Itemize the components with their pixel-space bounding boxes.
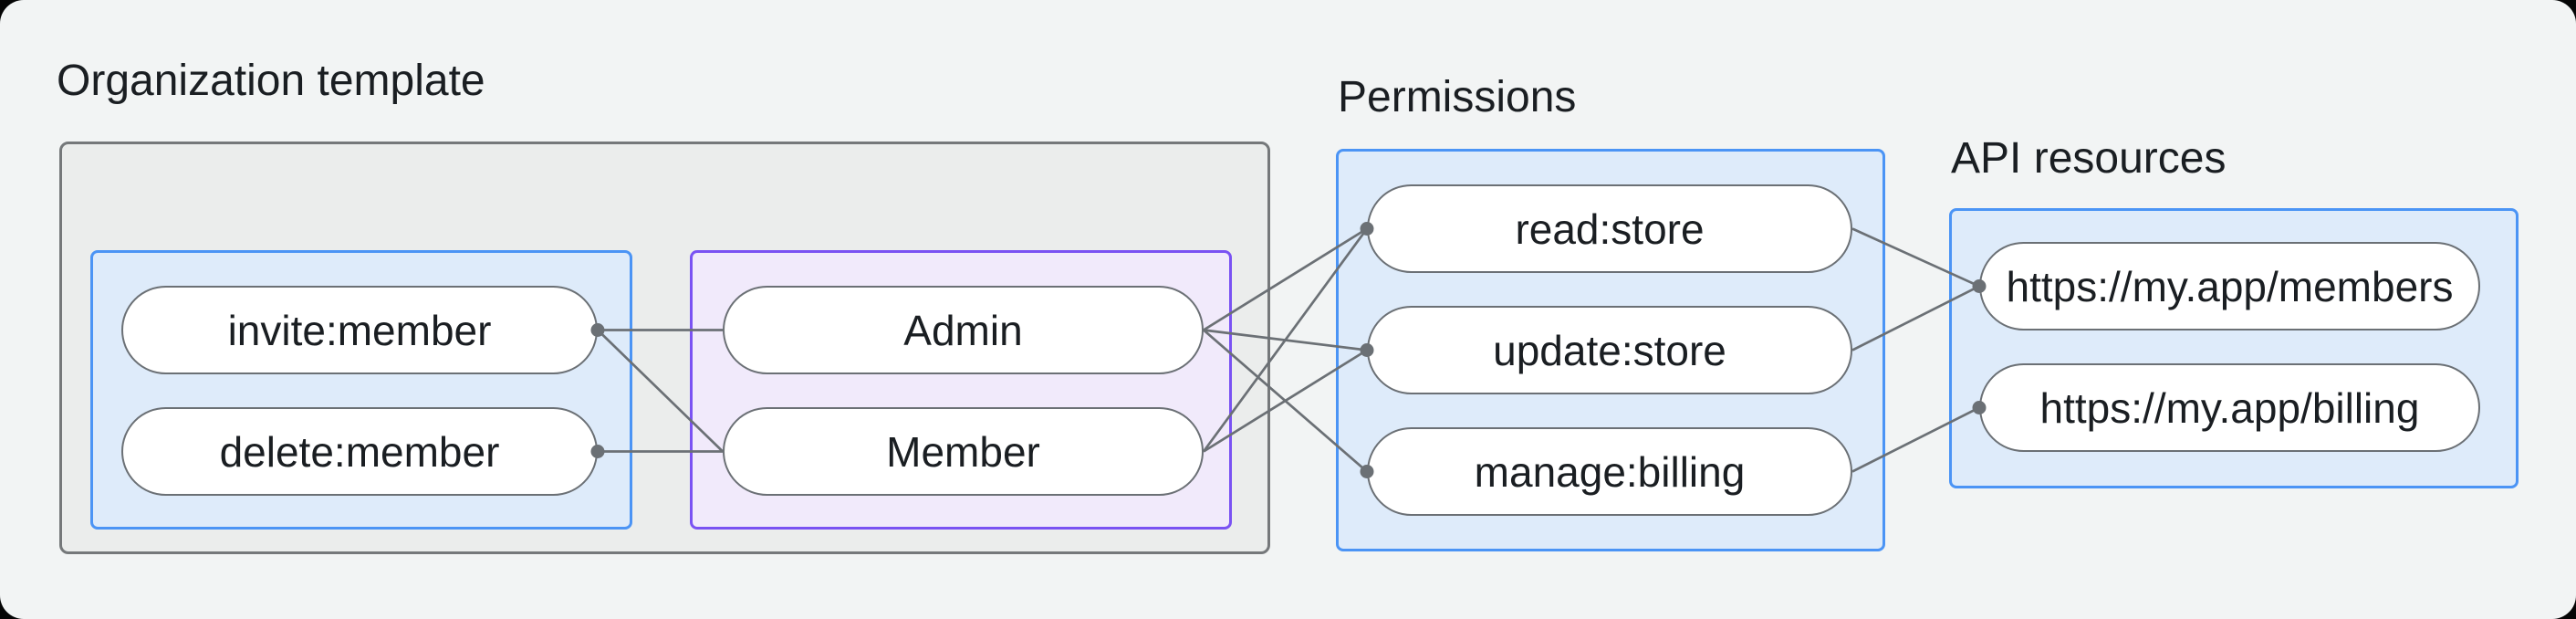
pill-member: Member xyxy=(723,407,1204,496)
pill-api-members: https://my.app/members xyxy=(1979,242,2480,330)
pill-manage-billing: manage:billing xyxy=(1367,427,1852,516)
pill-read-store: read:store xyxy=(1367,184,1852,273)
pill-delete-member: delete:member xyxy=(121,407,598,496)
pill-invite-member: invite:member xyxy=(121,286,598,374)
permissions-heading: Permissions xyxy=(1338,73,1577,121)
api-resources-heading: API resources xyxy=(1951,134,2227,183)
pill-admin: Admin xyxy=(723,286,1204,374)
pill-update-store: update:store xyxy=(1367,306,1852,394)
organization-template-heading: Organization template xyxy=(57,57,485,105)
pill-api-billing: https://my.app/billing xyxy=(1979,363,2480,452)
